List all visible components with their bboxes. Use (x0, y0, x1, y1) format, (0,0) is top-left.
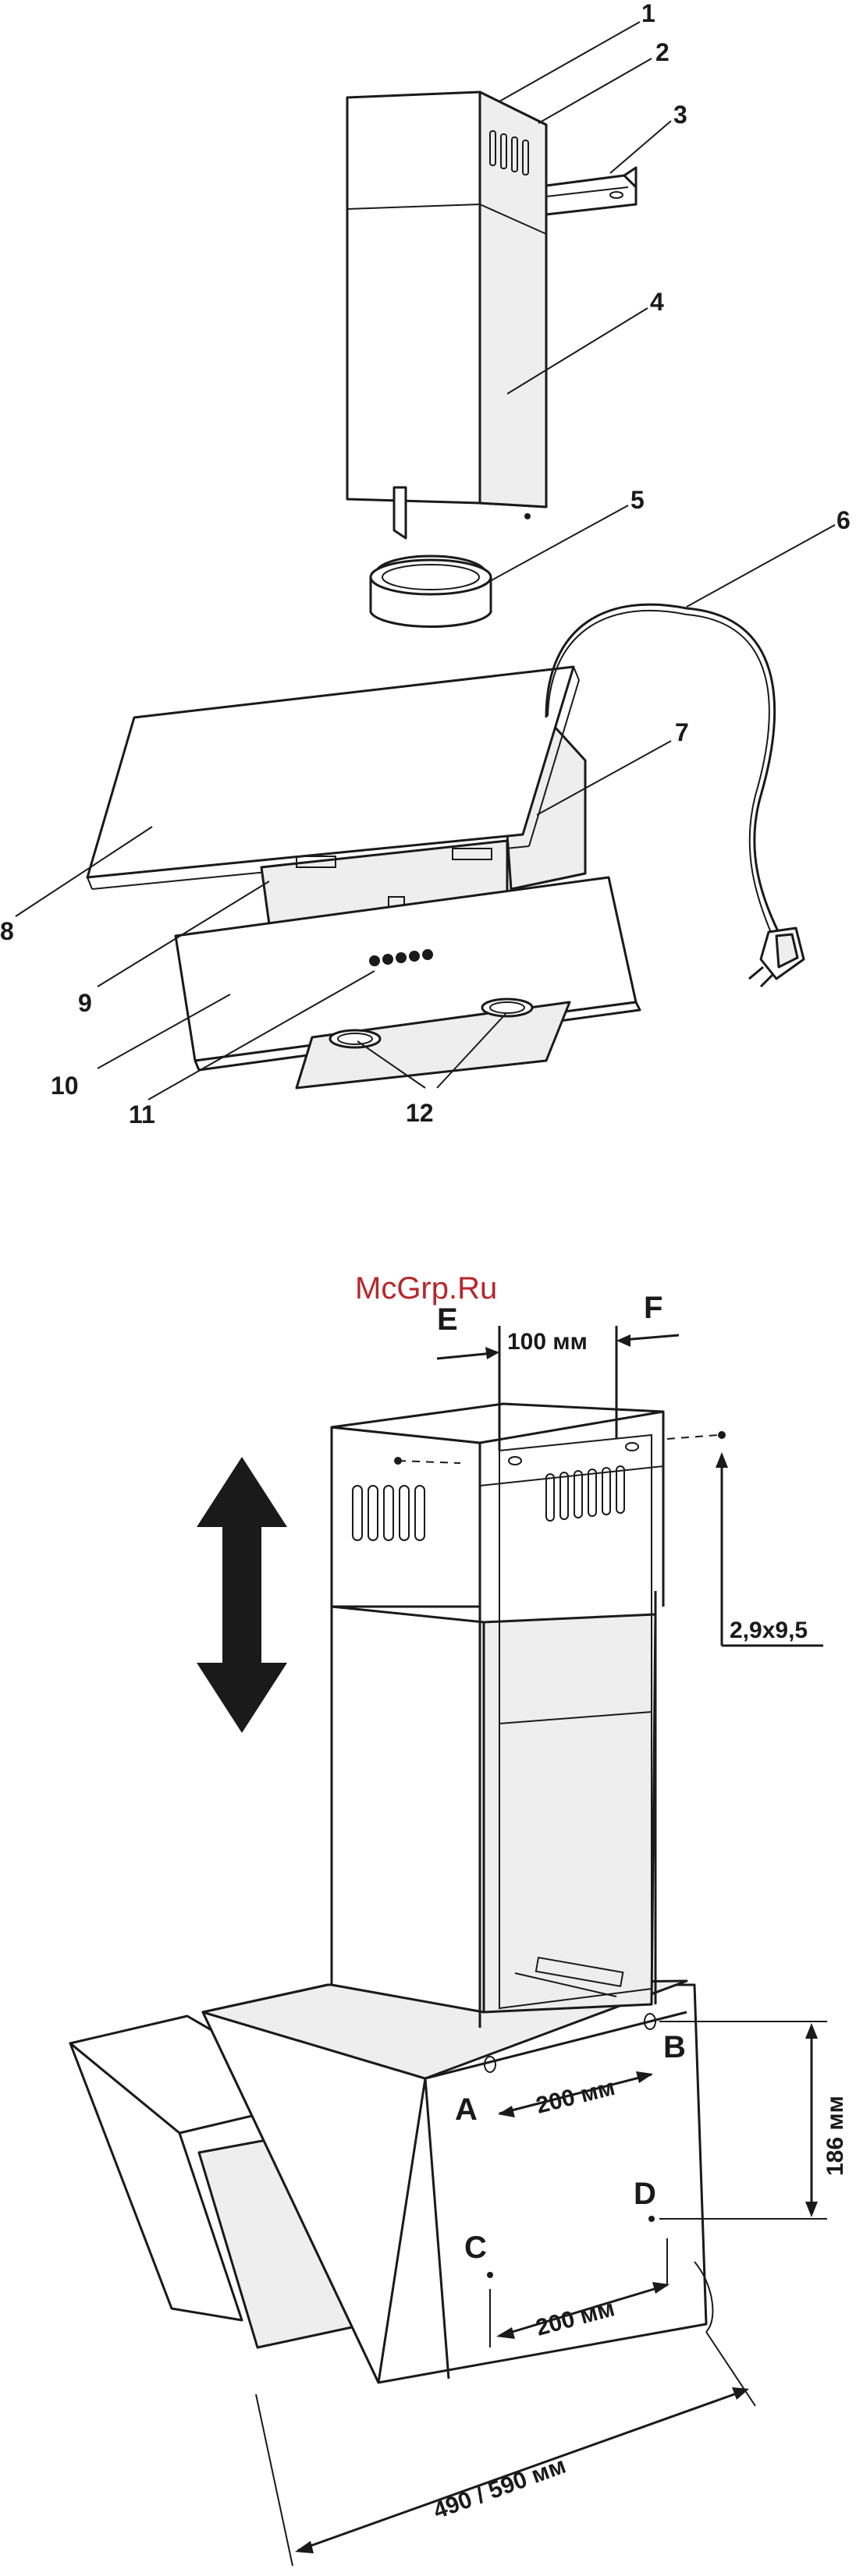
part-label-6: 6 (836, 506, 851, 534)
top-gap-dimension: 100 мм (507, 1329, 588, 1355)
part-label-8: 8 (0, 917, 14, 945)
screw-size-label: 2,9x9,5 (730, 1618, 808, 1643)
height-adjust-arrow-icon (197, 1457, 287, 1733)
letter-b: B (663, 2030, 686, 2064)
installation-view: 2,9x9,5 E F 100 мм A B C D 200 мм 200 мм (70, 1291, 848, 2566)
letter-c: C (464, 2231, 487, 2265)
part-label-4: 4 (650, 288, 664, 316)
part-label-10: 10 (51, 1072, 79, 1100)
watermark: McGrp.Ru (355, 1271, 497, 1306)
vertical-hole-spacing: 186 мм (822, 2096, 848, 2176)
part-label-11: 11 (129, 1100, 155, 1129)
exploded-view: 1 2 3 4 5 6 7 8 9 10 11 12 (0, 0, 851, 1129)
plug-icon (749, 928, 804, 987)
part-label-3: 3 (673, 101, 687, 129)
letter-a: A (455, 2092, 478, 2127)
part-label-9: 9 (78, 989, 92, 1017)
part-label-2: 2 (655, 38, 670, 66)
chimney-upper (332, 1427, 480, 1607)
part-label-12: 12 (406, 1099, 434, 1127)
duct-adapter (371, 556, 491, 626)
letter-d: D (634, 2177, 656, 2211)
width-dimension: 490 / 590 мм (430, 2453, 569, 2525)
part-label-5: 5 (630, 486, 645, 514)
chimney-lower (332, 1607, 484, 2012)
letter-e: E (437, 1302, 458, 1337)
part-label-1: 1 (641, 0, 655, 27)
chimney-cover (347, 92, 546, 538)
wall-bracket (546, 168, 636, 214)
letter-f: F (644, 1291, 662, 1325)
part-label-7: 7 (675, 718, 689, 746)
